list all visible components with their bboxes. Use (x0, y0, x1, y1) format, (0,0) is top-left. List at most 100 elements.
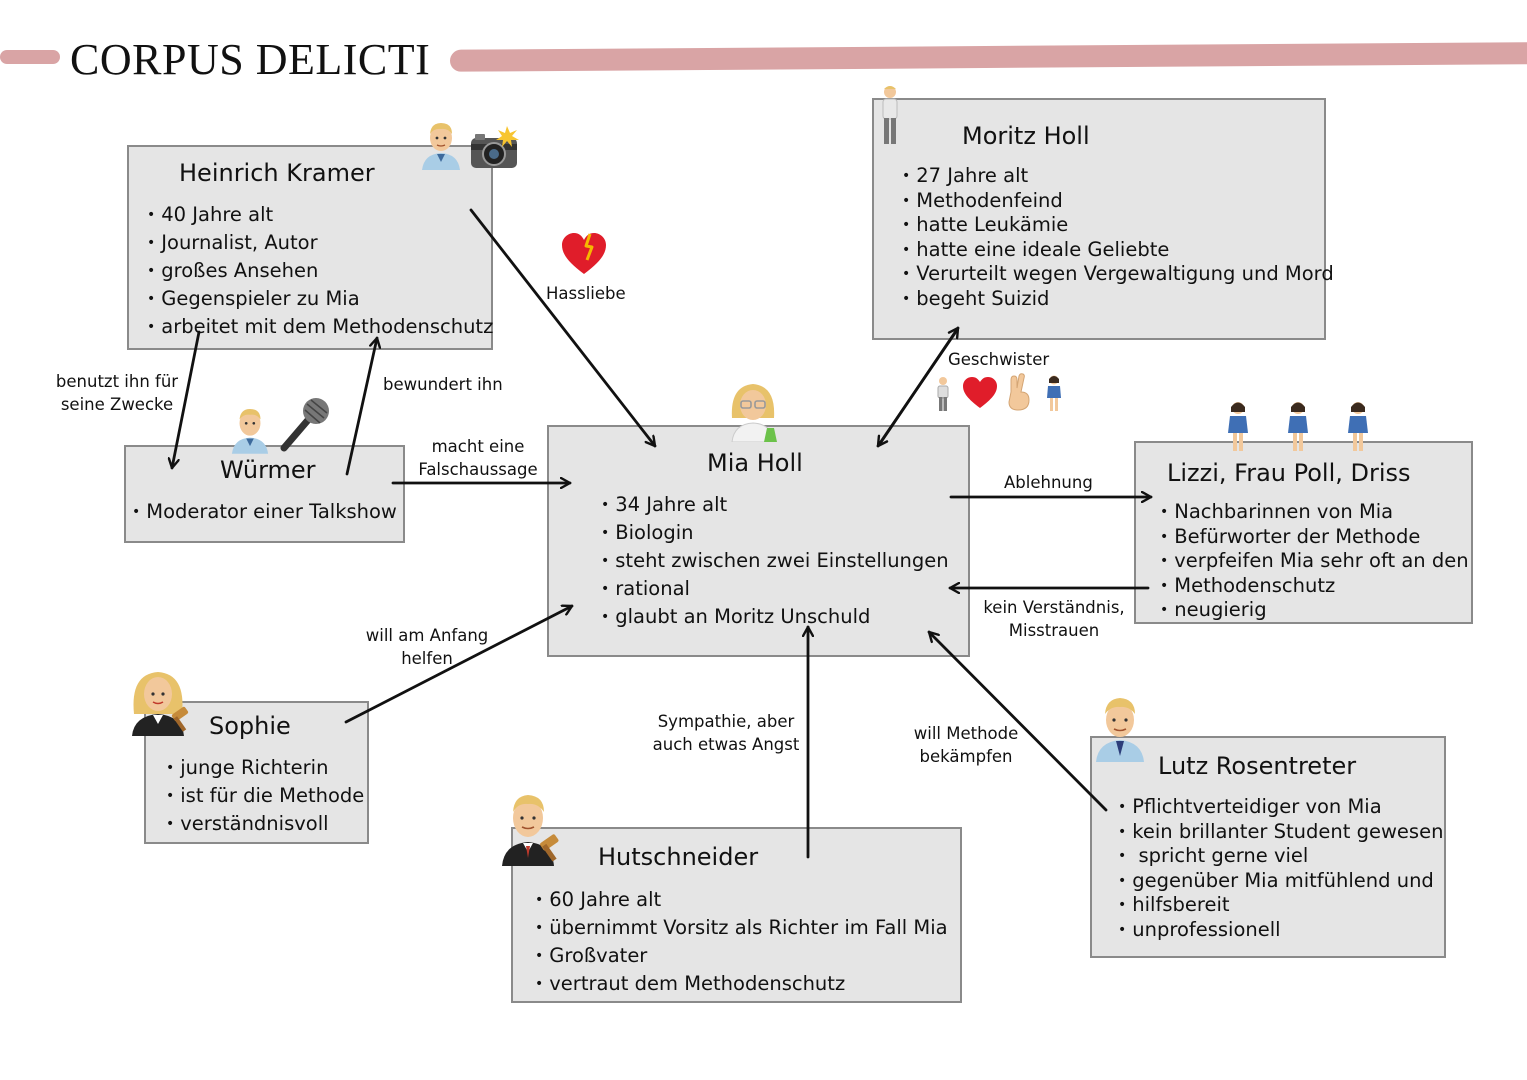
box-title: Würmer (220, 456, 316, 484)
fact-item: 34 Jahre alt (601, 492, 949, 520)
heart-icon (562, 233, 606, 274)
fact-list: 60 Jahre alt übernimmt Vorsitz als Richt… (535, 887, 948, 999)
page-title: CORPUS DELICTI (70, 34, 439, 86)
standing-woman-icon (1348, 402, 1368, 451)
box-title: Hutschneider (598, 843, 759, 871)
fact-list: junge Richterin ist für die Methode vers… (166, 755, 364, 839)
fact-item: 40 Jahre alt (147, 202, 493, 230)
label-hassliebe: Hassliebe (546, 284, 626, 303)
label-benutzt: benutzt ihn für seine Zwecke (52, 370, 182, 416)
standing-man-icon (937, 377, 949, 411)
fact-item: hatte eine ideale Geliebte (902, 238, 1334, 264)
box-title: Lutz Rosentreter (1158, 752, 1357, 780)
label-bewundert: bewundert ihn (383, 375, 503, 394)
box-lutz-rosentreter: Lutz Rosentreter Pflichtverteidiger von … (1090, 736, 1446, 958)
fact-item: Journalist, Autor (147, 230, 493, 258)
arrow-kramer-to-wuermer (172, 330, 201, 470)
fact-item: Befürworter der Methode (1160, 525, 1469, 551)
box-title: Heinrich Kramer (179, 159, 375, 187)
box-mia-holl: Mia Holl 34 Jahre alt Biologin steht zwi… (547, 425, 970, 657)
fact-item: rational (601, 576, 949, 604)
fact-item: Verurteilt wegen Vergewaltigung und Mord (902, 262, 1333, 288)
label-will-helfen: will am Anfang helfen (362, 624, 492, 670)
label-line: macht eine (431, 437, 525, 456)
fact-item: verständnisvoll (166, 811, 364, 839)
label-line: Falschaussage (418, 460, 538, 479)
fact-item: glaubt an Moritz Unschuld (601, 604, 949, 632)
fact-item: unprofessionell (1118, 918, 1443, 944)
label-line: kein Verständnis, (983, 598, 1125, 617)
red-heart-icon (963, 377, 997, 408)
fact-item: neugierig (1160, 598, 1469, 624)
fact-item: 27 Jahre alt (902, 164, 1334, 190)
label-geschwister: Geschwister (948, 350, 1050, 369)
box-title: Lizzi, Frau Poll, Driss (1167, 459, 1411, 487)
fact-item: Moderator einer Talkshow (132, 499, 397, 527)
fact-item: hatte Leukämie (902, 213, 1334, 239)
box-title: Moritz Holl (962, 122, 1090, 150)
man-icon (422, 123, 460, 170)
fingers-crossed-icon (1008, 373, 1030, 411)
label-line: auch etwas Angst (652, 735, 800, 754)
fact-item: Großvater (535, 943, 948, 971)
man-icon (231, 409, 269, 454)
label-sympathie: Sympathie, aber auch etwas Angst (648, 710, 804, 756)
microphone-icon (280, 398, 329, 452)
box-heinrich-kramer: Heinrich Kramer 40 Jahre alt Journalist,… (127, 145, 493, 350)
fact-item: spricht gerne viel (1118, 844, 1443, 870)
label-line: will am Anfang (365, 626, 489, 645)
label-line: Misstrauen (1008, 621, 1100, 640)
fact-item: arbeitet mit dem Methodenschutz (147, 314, 493, 342)
box-hutschneider: Hutschneider 60 Jahre alt übernimmt Vors… (511, 827, 962, 1003)
standing-man-icon (882, 86, 898, 144)
label-line: seine Zwecke (60, 395, 174, 414)
label-line: benutzt ihn für (55, 372, 179, 391)
arrow-kramer-to-mia (469, 208, 657, 448)
label-line: Sympathie, aber (657, 712, 795, 731)
fact-list: Pflichtverteidiger von Mia kein brillant… (1118, 795, 1443, 944)
office-worker-man-icon (1096, 698, 1144, 762)
fact-item: Gegenspieler zu Mia (147, 286, 493, 314)
arrow-moritz-to-mia (876, 331, 957, 448)
fact-list: Moderator einer Talkshow (132, 499, 397, 527)
fact-item: Methodenfeind (902, 189, 1334, 215)
label-verstaendnis: kein Verständnis, Misstrauen (980, 596, 1128, 642)
fact-item: 60 Jahre alt (535, 887, 948, 915)
fact-item-continued: hilfsbereit (1118, 893, 1443, 919)
fact-item: steht zwischen zwei Einstellungen (601, 548, 948, 576)
fact-item: ist für die Methode (166, 783, 364, 811)
box-title: Mia Holl (707, 449, 803, 477)
arrow-wuermer-to-kramer (345, 336, 377, 476)
fact-item: verpfeifen Mia sehr oft an den (1160, 549, 1468, 575)
fact-item: gegenüber Mia mitfühlend und (1118, 869, 1443, 895)
judge-man-icon (502, 795, 559, 866)
fact-list: 34 Jahre alt Biologin steht zwischen zwe… (601, 492, 949, 632)
fact-item: vertraut dem Methodenschutz (535, 971, 948, 999)
standing-woman-icon (1047, 375, 1061, 411)
standing-woman-icon (1228, 402, 1248, 451)
label-line: will Methode (913, 724, 1019, 743)
fact-list: 27 Jahre alt Methodenfeind hatte Leukämi… (902, 164, 1334, 312)
label-falschaussage: macht eine Falschaussage (414, 435, 542, 481)
fact-item: junge Richterin (166, 755, 364, 783)
label-line: helfen (401, 649, 453, 668)
arrow-lutz-to-mia (927, 630, 1108, 812)
fact-item: kein brillanter Student gewesen (1118, 820, 1443, 846)
label-methode-bekaempfen: will Methode bekämpfen (908, 722, 1024, 768)
judge-woman-icon (132, 672, 189, 736)
arrow-sophie-to-mia (344, 606, 574, 724)
scientist-woman-icon (731, 384, 777, 442)
fact-item: Pflichtverteidiger von Mia (1118, 795, 1443, 821)
fact-list: Nachbarinnen von Mia Befürworter der Met… (1160, 500, 1469, 624)
fact-item-continued: Methodenschutz (1160, 574, 1469, 600)
camera-flash-icon (471, 126, 519, 168)
standing-woman-icon (1288, 402, 1308, 451)
box-title: Sophie (209, 712, 291, 740)
label-ablehnung: Ablehnung (1004, 473, 1093, 492)
fact-item: großes Ansehen (147, 258, 493, 286)
box-lizzi-poll-driss: Lizzi, Frau Poll, Driss Nachbarinnen von… (1134, 441, 1473, 624)
fact-item: Biologin (601, 520, 949, 548)
fact-list: 40 Jahre alt Journalist, Autor großes An… (147, 202, 493, 342)
label-line: bekämpfen (919, 747, 1013, 766)
